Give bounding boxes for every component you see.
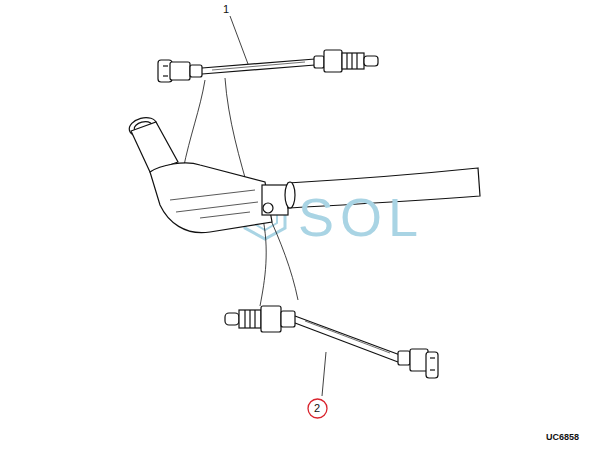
figure-code: UC6858 xyxy=(546,433,579,443)
upstream-oxygen-sensor xyxy=(158,50,378,82)
callout-circle: 2 xyxy=(307,398,328,419)
callout-number: 2 xyxy=(314,403,320,414)
downstream-oxygen-sensor xyxy=(225,306,438,378)
callout-number: 1 xyxy=(223,3,229,15)
catalytic-converter xyxy=(127,115,288,233)
callout-ring xyxy=(308,399,327,418)
watermark: SOL xyxy=(298,188,424,247)
